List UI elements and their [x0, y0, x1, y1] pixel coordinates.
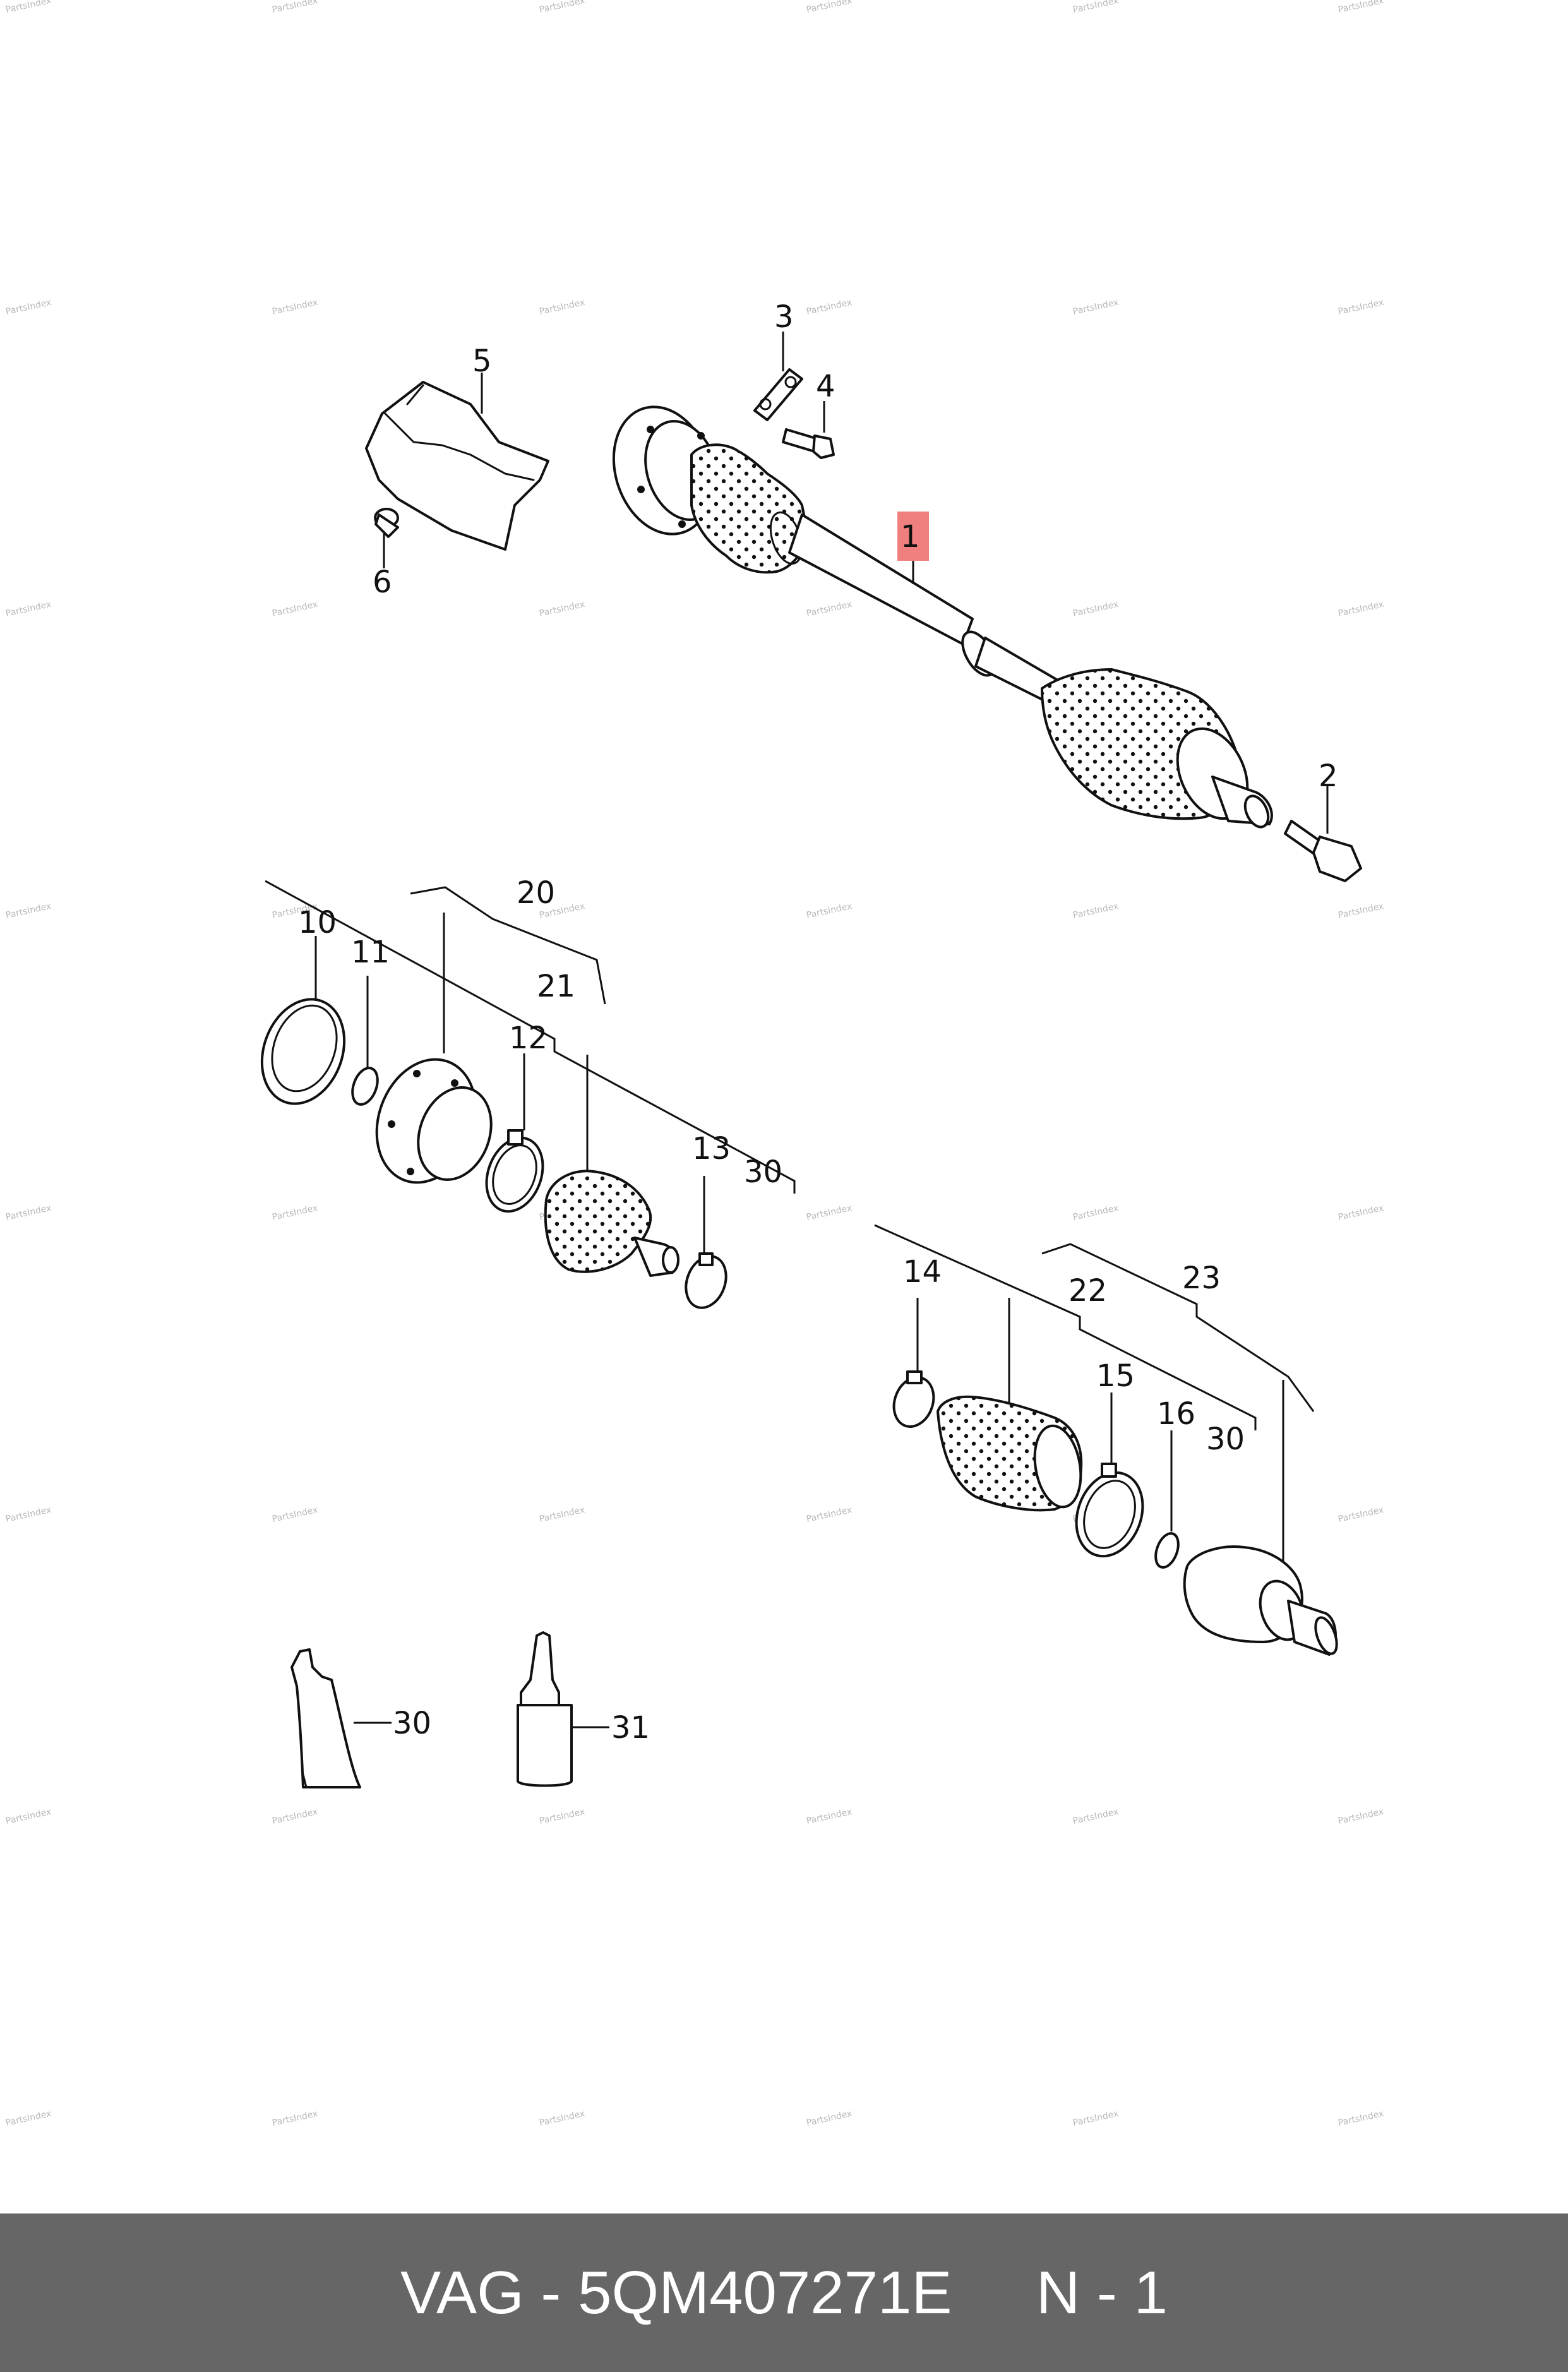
watermark-text: PartsIndex: [1072, 599, 1120, 619]
callout-30-tube: 30: [393, 1706, 431, 1741]
sealant-bottle-icon[interactable]: [517, 1631, 609, 1787]
watermark-text: PartsIndex: [539, 599, 586, 619]
watermark-text: PartsIndex: [5, 1203, 52, 1223]
callout-10: 10: [298, 905, 337, 940]
watermark-text: PartsIndex: [1338, 2109, 1385, 2128]
watermark-text: PartsIndex: [806, 1505, 853, 1524]
watermark-text: PartsIndex: [806, 297, 853, 317]
callout-15: 15: [1096, 1358, 1135, 1394]
watermark-text: PartsIndex: [806, 901, 853, 921]
watermark-text: PartsIndex: [1338, 1203, 1385, 1223]
callout-12: 12: [509, 1021, 548, 1056]
watermark-text: PartsIndex: [539, 297, 586, 317]
watermark-text: PartsIndex: [806, 599, 853, 619]
footer-separator: -: [524, 2258, 578, 2327]
highlight-marker: [897, 512, 929, 561]
callout-31: 31: [611, 1710, 650, 1746]
cv-joint-icon[interactable]: [360, 1045, 503, 1196]
watermark-text: PartsIndex: [1072, 901, 1120, 921]
watermark-text: PartsIndex: [272, 1505, 319, 1524]
watermark-text: PartsIndex: [1338, 599, 1385, 619]
watermark-text: PartsIndex: [1072, 1203, 1120, 1223]
watermark-text: PartsIndex: [539, 1807, 586, 1826]
callout-22: 22: [1068, 1273, 1107, 1309]
watermark-text: PartsIndex: [272, 599, 319, 619]
callout-23: 23: [1182, 1261, 1221, 1296]
callout-20: 20: [517, 875, 555, 911]
watermark-text: PartsIndex: [1338, 1807, 1385, 1826]
watermark-text: PartsIndex: [272, 1807, 319, 1826]
callout-3: 3: [774, 299, 794, 335]
assembly-bracket-20: [265, 880, 796, 1194]
bolt-icon[interactable]: [1284, 786, 1362, 882]
watermark-text: PartsIndex: [1072, 1807, 1120, 1826]
watermark-text: PartsIndex: [539, 2109, 586, 2128]
outer-cv-joint-icon[interactable]: [1183, 1545, 1341, 1656]
clamp-icon[interactable]: [477, 1053, 553, 1219]
watermark-text: PartsIndex: [5, 2109, 52, 2128]
callout-30-group-a: 30: [744, 1154, 782, 1190]
callout-14: 14: [903, 1254, 942, 1290]
callout-6: 6: [373, 565, 392, 600]
watermark-text: PartsIndex: [1338, 297, 1385, 317]
clamp-icon-15[interactable]: [1065, 1393, 1154, 1566]
heat-shield-icon[interactable]: [365, 373, 549, 551]
watermark-text: PartsIndex: [806, 2109, 853, 2128]
watermark-text: PartsIndex: [539, 1505, 586, 1524]
assembly-bracket-23: [1041, 1243, 1315, 1412]
callout-11: 11: [351, 935, 390, 970]
watermark-text: PartsIndex: [5, 1807, 52, 1826]
footer-gap: [952, 2258, 1036, 2328]
callout-21: 21: [537, 969, 575, 1004]
watermark-text: PartsIndex: [1072, 0, 1120, 15]
boot-icon[interactable]: [544, 1170, 679, 1277]
watermark-text: PartsIndex: [272, 297, 319, 317]
footer-part-number: 5QM407271E: [578, 2258, 952, 2327]
watermark-text: PartsIndex: [5, 0, 52, 15]
watermark-text: PartsIndex: [5, 599, 52, 619]
watermark-text: PartsIndex: [5, 297, 52, 317]
clamp-icon-14[interactable]: [887, 1298, 940, 1432]
callout-1: 1: [901, 519, 920, 554]
circlip-icon[interactable]: [348, 976, 382, 1108]
assembly-bracket-21: [410, 886, 606, 1005]
footer-page: N - 1: [1036, 2258, 1168, 2327]
watermark-text: PartsIndex: [539, 0, 586, 15]
watermark-text: PartsIndex: [1072, 297, 1120, 317]
callout-4: 4: [816, 369, 835, 404]
footer-brand: VAG: [400, 2258, 524, 2327]
watermark-text: PartsIndex: [806, 1203, 853, 1223]
watermark-text: PartsIndex: [272, 0, 319, 15]
drive-shaft-icon[interactable]: [598, 394, 1273, 830]
callout-13: 13: [692, 1131, 731, 1166]
lock-plate-icon[interactable]: [753, 332, 803, 421]
footer-bar: VAG - 5QM407271E N - 1: [0, 2213, 1568, 2372]
watermark-text: PartsIndex: [272, 1203, 319, 1223]
circlip-icon-16[interactable]: [1151, 1430, 1182, 1571]
callout-2: 2: [1319, 758, 1338, 794]
assembly-bracket-22: [874, 1224, 1257, 1430]
seal-ring-icon[interactable]: [248, 936, 359, 1115]
outer-boot-icon[interactable]: [937, 1395, 1087, 1512]
callout-5: 5: [472, 344, 492, 379]
screw-icon[interactable]: [782, 401, 835, 459]
clip-icon[interactable]: [374, 508, 399, 568]
watermark-text: PartsIndex: [5, 1505, 52, 1524]
watermark-text: PartsIndex: [1338, 0, 1385, 15]
watermark-text: PartsIndex: [806, 1807, 853, 1826]
small-clamp-icon[interactable]: [679, 1176, 733, 1314]
watermark-text: PartsIndex: [272, 2109, 319, 2128]
watermark-text: PartsIndex: [1072, 2109, 1120, 2128]
callout-16: 16: [1157, 1396, 1195, 1432]
watermark-text: PartsIndex: [1338, 901, 1385, 921]
watermark-text: PartsIndex: [1338, 1505, 1385, 1524]
watermark-text: PartsIndex: [806, 0, 853, 15]
watermark-text: PartsIndex: [5, 901, 52, 921]
grease-tube-icon[interactable]: [290, 1648, 392, 1788]
callout-30-group-b: 30: [1206, 1422, 1245, 1457]
